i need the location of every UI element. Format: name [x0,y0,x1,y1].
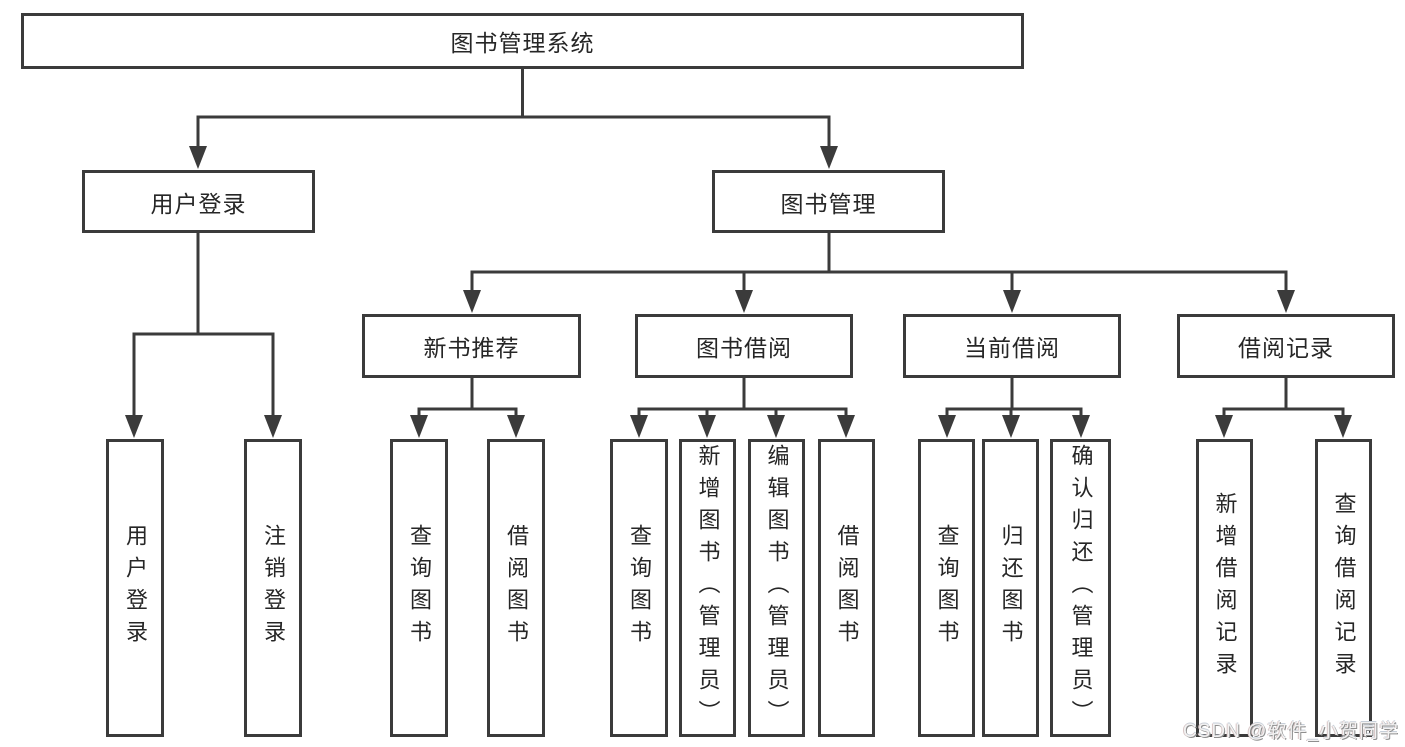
leaf-add-borrow-record-label: 新增借阅记录 [1212,492,1238,684]
leaf-add-book-admin: 新增图书（管理员） [679,439,736,737]
leaf-confirm-return-admin: 确认归还（管理员） [1050,439,1111,737]
node-root: 图书管理系统 [21,13,1024,69]
leaf-borrow-book-2: 借阅图书 [818,439,875,737]
node-current-borrow: 当前借阅 [903,314,1121,378]
leaf-query-book-2-label: 查询图书 [627,524,652,652]
leaf-query-borrow-record-label: 查询借阅记录 [1331,492,1357,684]
node-borrow-record: 借阅记录 [1177,314,1395,378]
connector-paths [132,69,1345,418]
leaf-edit-book-admin: 编辑图书（管理员） [748,439,805,737]
leaf-user-login-label: 用户登录 [123,524,148,652]
leaf-logout-label: 注销登录 [261,524,286,652]
leaf-add-borrow-record: 新增借阅记录 [1196,439,1253,737]
node-root-label: 图书管理系统 [450,30,595,56]
leaf-logout: 注销登录 [244,439,302,737]
node-user-login: 用户登录 [82,170,315,233]
leaf-query-borrow-record: 查询借阅记录 [1315,439,1372,737]
node-current-borrow-label: 当前借阅 [964,335,1060,361]
leaf-borrow-book-1: 借阅图书 [487,439,545,737]
leaf-edit-book-admin-label: 编辑图书（管理员） [764,444,790,732]
node-user-login-label: 用户登录 [150,190,247,217]
leaf-add-book-admin-label: 新增图书（管理员） [695,444,721,732]
leaf-query-book-1-label: 查询图书 [407,524,432,652]
leaf-return-book: 归还图书 [982,439,1039,737]
leaf-borrow-book-1-label: 借阅图书 [504,524,529,652]
node-book-management: 图书管理 [712,170,945,233]
node-book-borrow-label: 图书借阅 [696,335,792,361]
leaf-borrow-book-2-label: 借阅图书 [834,524,860,652]
leaf-user-login: 用户登录 [106,439,164,737]
leaf-query-book-2: 查询图书 [610,439,668,737]
arrowheads [125,146,1352,438]
leaf-query-book-3-label: 查询图书 [934,524,960,652]
watermark-text: CSDN @软件_小贺同学 [1183,721,1399,742]
node-new-book-recommend-label: 新书推荐 [423,335,520,361]
leaf-confirm-return-admin-label: 确认归还（管理员） [1068,444,1094,732]
node-book-borrow: 图书借阅 [635,314,853,378]
leaf-query-book-1: 查询图书 [390,439,448,737]
node-book-management-label: 图书管理 [780,190,877,217]
node-new-book-recommend: 新书推荐 [362,314,581,378]
node-borrow-record-label: 借阅记录 [1238,335,1334,361]
leaf-query-book-3: 查询图书 [918,439,975,737]
leaf-return-book-label: 归还图书 [998,524,1024,652]
